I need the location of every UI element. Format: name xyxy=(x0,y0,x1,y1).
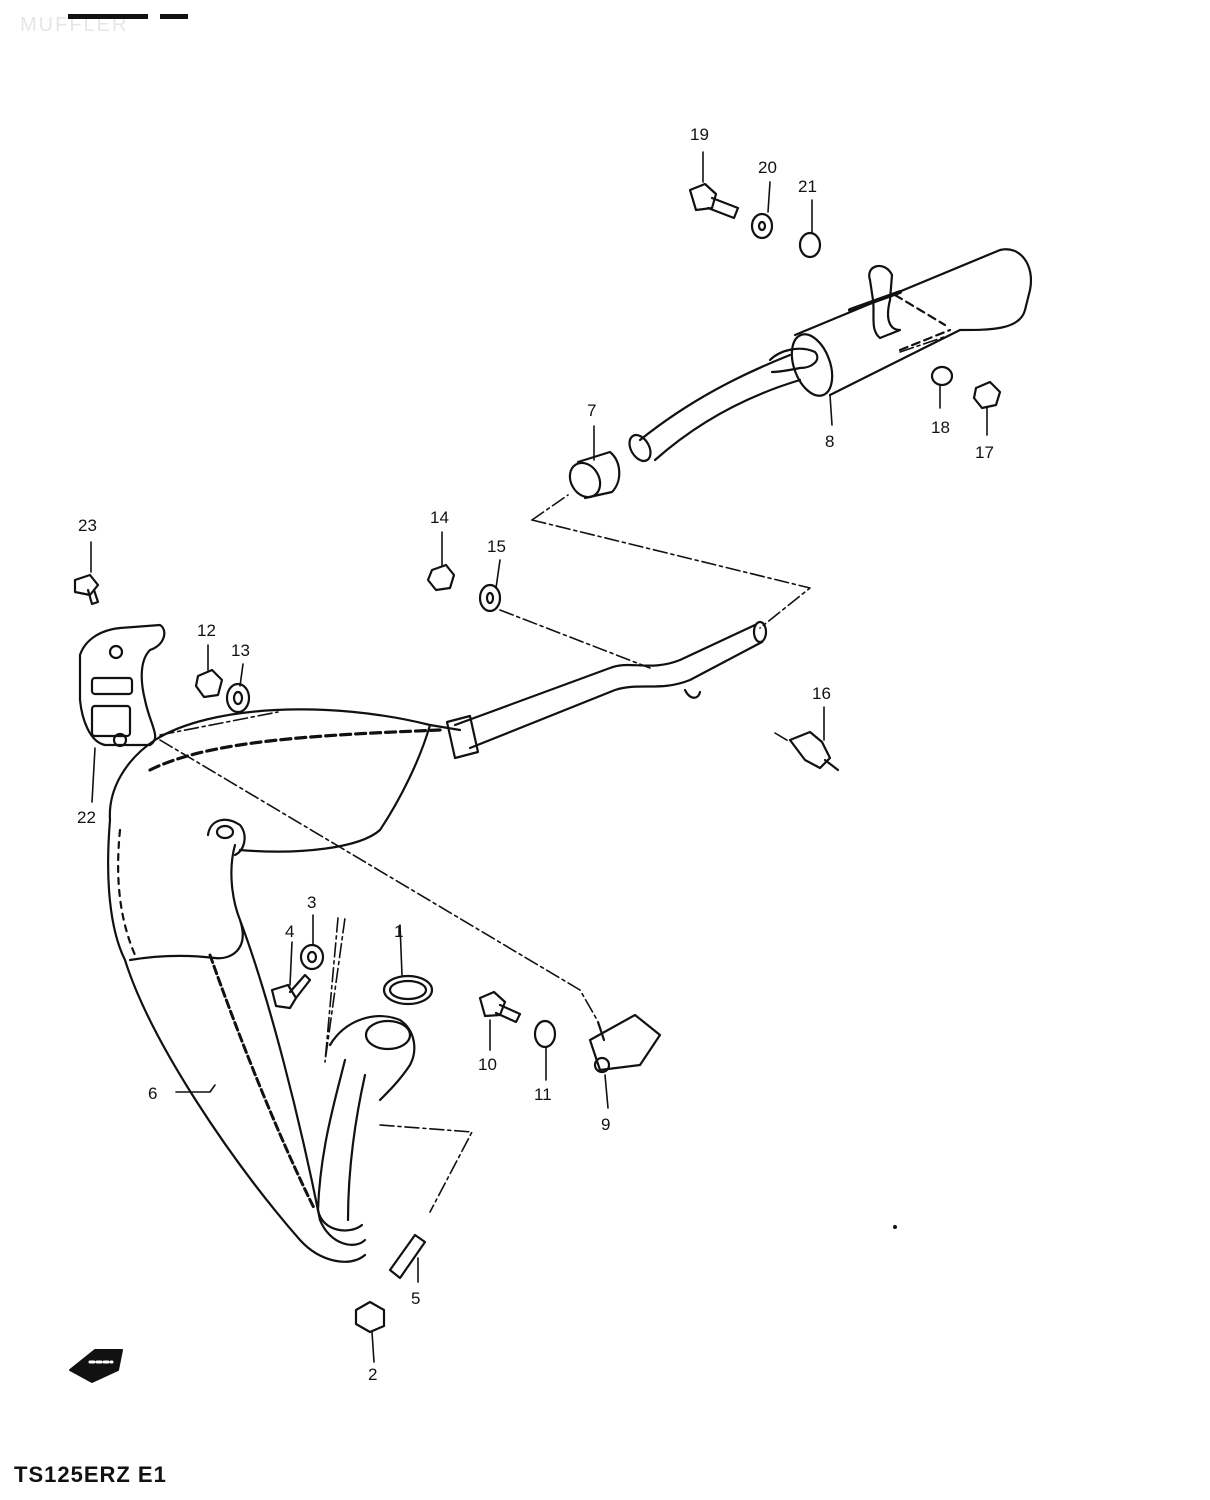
callout-22: 22 xyxy=(77,808,96,827)
washer-11 xyxy=(533,1019,557,1049)
spacer-18 xyxy=(930,365,954,387)
callout-3: 3 xyxy=(307,893,316,912)
expansion-chamber xyxy=(107,708,462,1263)
model-code: TS125ERZ E1 xyxy=(14,1462,167,1487)
callout-numbers: 1 2 3 4 5 6 7 8 9 10 11 12 13 14 15 16 1… xyxy=(77,125,994,1384)
callout-8: 8 xyxy=(825,432,834,451)
bolt-19 xyxy=(688,182,740,220)
callout-7: 7 xyxy=(587,401,596,420)
callout-5: 5 xyxy=(411,1289,420,1308)
callout-leaders xyxy=(90,151,988,1363)
callout-19: 19 xyxy=(690,125,709,144)
callout-6: 6 xyxy=(148,1084,157,1103)
bolt-4 xyxy=(270,973,312,1010)
washer-13 xyxy=(225,682,251,714)
callout-23: 23 xyxy=(78,516,97,535)
callout-11: 11 xyxy=(534,1085,552,1104)
arrow-left-icon xyxy=(69,1349,123,1383)
washer-3 xyxy=(299,943,325,971)
assembly-guide-lines xyxy=(159,334,951,1213)
heat-shield xyxy=(78,623,166,748)
washer-20 xyxy=(750,212,774,240)
callout-12: 12 xyxy=(197,621,216,640)
nut-2 xyxy=(354,1300,386,1334)
callout-14: 14 xyxy=(430,508,449,527)
callout-1: 1 xyxy=(394,922,403,941)
callout-20: 20 xyxy=(758,158,777,177)
nut-14 xyxy=(426,563,456,592)
callout-9: 9 xyxy=(601,1115,610,1134)
tail-pipe xyxy=(445,620,768,760)
callout-4: 4 xyxy=(285,922,294,941)
fastener-23 xyxy=(73,573,100,606)
nut-12 xyxy=(194,668,224,699)
header-bar-right xyxy=(160,14,188,19)
callout-18: 18 xyxy=(931,418,950,437)
gasket-1 xyxy=(382,974,434,1006)
callout-17: 17 xyxy=(975,443,994,462)
callout-21: 21 xyxy=(798,177,817,196)
callout-15: 15 xyxy=(487,537,506,556)
washer-21 xyxy=(798,231,822,259)
washer-15 xyxy=(478,583,502,613)
nut-17 xyxy=(972,380,1002,410)
stud-5 xyxy=(388,1233,427,1280)
header-pipe xyxy=(316,1015,416,1232)
bracket-9 xyxy=(588,1013,662,1074)
diagram-title: MUFFLER xyxy=(20,14,129,36)
callout-2: 2 xyxy=(368,1365,377,1384)
stray-mark xyxy=(893,1225,897,1229)
muffler-body xyxy=(628,248,1033,463)
sensor-16 xyxy=(788,730,840,772)
callout-16: 16 xyxy=(812,684,831,703)
callout-10: 10 xyxy=(478,1055,497,1074)
header-bar-left xyxy=(68,14,148,19)
callout-13: 13 xyxy=(231,641,250,660)
bolt-10 xyxy=(478,990,522,1024)
clamp-7 xyxy=(568,450,621,500)
